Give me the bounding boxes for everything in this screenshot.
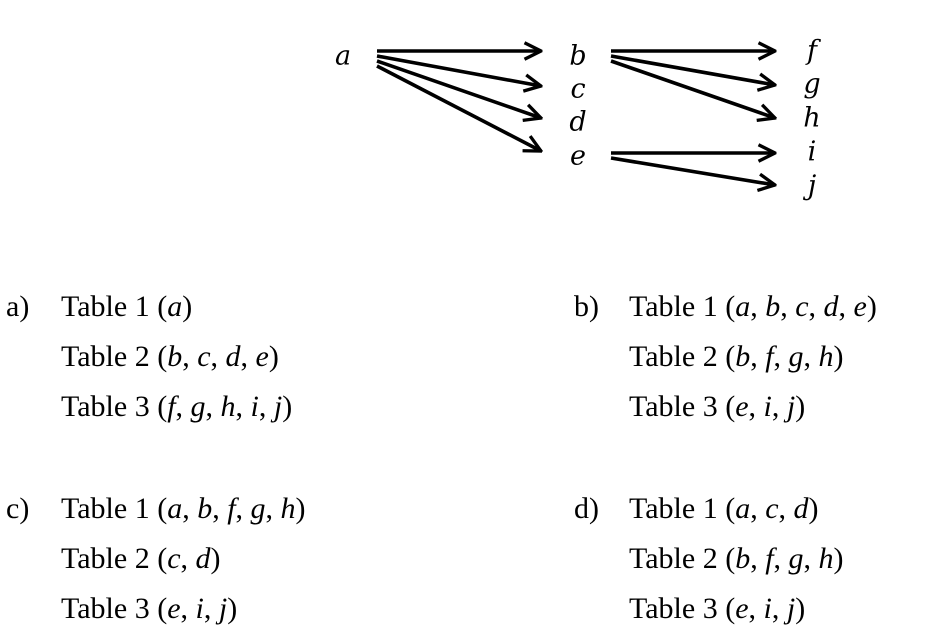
option-tables: Table 1 (a, c, d)Table 2 (b, f, g, h)Tab… <box>629 484 844 634</box>
table-name: Table 1 <box>61 290 150 323</box>
edge-b-g <box>610 54 775 85</box>
option-tables: Table 1 (a, b, f, g, h)Table 2 (c, d)Tab… <box>61 484 306 634</box>
table-line: Table 2 (b, c, d, e) <box>61 340 279 373</box>
table-name: Table 3 <box>61 390 150 423</box>
table-item: e <box>735 390 749 423</box>
table-line: Table 1 (a, c, d) <box>629 492 819 525</box>
table-item: b <box>167 340 183 373</box>
table-item: d <box>793 492 809 525</box>
table-item: e <box>853 290 867 323</box>
table-item: a <box>167 290 183 323</box>
table-name: Table 1 <box>629 290 718 323</box>
option-label: b) <box>574 290 599 323</box>
node-f: f <box>805 36 821 67</box>
edge-b-h <box>610 59 775 118</box>
table-item: i <box>250 390 259 423</box>
table-item: b <box>197 492 213 525</box>
table-item: f <box>167 390 176 423</box>
table-item: f <box>227 492 236 525</box>
table-item: c <box>765 492 779 525</box>
table-item: h <box>818 542 834 575</box>
edge-a-d <box>376 59 541 118</box>
table-item: d <box>195 542 211 575</box>
table-line: Table 3 (e, i, j) <box>629 390 806 423</box>
table-item: i <box>763 592 772 625</box>
table-item: c <box>795 290 809 323</box>
table-name: Table 2 <box>61 340 150 373</box>
table-item: d <box>225 340 241 373</box>
table-name: Table 3 <box>629 592 718 625</box>
table-name: Table 1 <box>61 492 150 525</box>
node-b: b <box>569 41 586 72</box>
table-item: e <box>735 592 749 625</box>
table-item: g <box>190 390 206 423</box>
table-item: e <box>167 592 181 625</box>
edge-e-j <box>610 156 775 185</box>
edge-a-c <box>376 54 541 86</box>
node-c: c <box>570 74 585 105</box>
option-tables: Table 1 (a) Table 2 (b, c, d, e) Table 3 (… <box>61 282 292 432</box>
table-name: Table 2 <box>629 542 718 575</box>
table-item: c <box>197 340 211 373</box>
table-line: Table 1 (a) <box>61 290 193 323</box>
edges <box>376 51 775 185</box>
edge-a-e <box>376 64 541 151</box>
table-line: Table 3 (e, i, j) <box>629 592 806 625</box>
node-j: j <box>803 171 816 202</box>
table-item: c <box>167 542 181 575</box>
table-item: j <box>273 390 283 423</box>
node-h: h <box>803 103 820 134</box>
table-line: Table 1 (a, b, c, d, e) <box>629 290 877 323</box>
table-name: Table 2 <box>61 542 150 575</box>
table-item: j <box>218 592 228 625</box>
node-d: d <box>569 107 586 138</box>
table-item: j <box>786 390 796 423</box>
table-item: h <box>818 340 834 373</box>
table-name: Table 2 <box>629 340 718 373</box>
table-line: Table 2 (c, d) <box>61 542 221 575</box>
table-item: f <box>765 542 774 575</box>
table-item: h <box>280 492 296 525</box>
table-line: Table 2 (b, f, g, h) <box>629 542 844 575</box>
table-line: Table 2 (b, f, g, h) <box>629 340 844 373</box>
table-item: f <box>765 340 774 373</box>
table-name: Table 1 <box>629 492 718 525</box>
table-item: b <box>735 542 751 575</box>
option-label: a) <box>6 290 30 323</box>
table-item: d <box>823 290 839 323</box>
node-g: g <box>803 69 820 100</box>
table-item: h <box>220 390 236 423</box>
option-tables: Table 1 (a, b, c, d, e) Table 2 (b, f, g,… <box>629 282 877 432</box>
table-line: Table 3 (e, i, j) <box>61 592 238 625</box>
table-item: i <box>763 390 772 423</box>
node-e: e <box>570 141 586 172</box>
node-i: i <box>808 137 817 168</box>
table-item: e <box>255 340 269 373</box>
table-item: a <box>735 290 751 323</box>
table-item: g <box>788 542 804 575</box>
table-item: g <box>250 492 266 525</box>
table-item: g <box>788 340 804 373</box>
table-name: Table 3 <box>629 390 718 423</box>
table-item: i <box>195 592 204 625</box>
table-name: Table 3 <box>61 592 150 625</box>
option-label: d) <box>574 492 599 525</box>
option-label: c) <box>6 492 30 525</box>
table-line: Table 3 (f, g, h, i, j) <box>61 390 293 423</box>
table-item: b <box>735 340 751 373</box>
table-line: Table 1 (a, b, f, g, h) <box>61 492 306 525</box>
table-item: a <box>167 492 183 525</box>
table-item: a <box>735 492 751 525</box>
table-item: j <box>786 592 796 625</box>
table-item: b <box>765 290 781 323</box>
node-a: a <box>335 41 351 72</box>
